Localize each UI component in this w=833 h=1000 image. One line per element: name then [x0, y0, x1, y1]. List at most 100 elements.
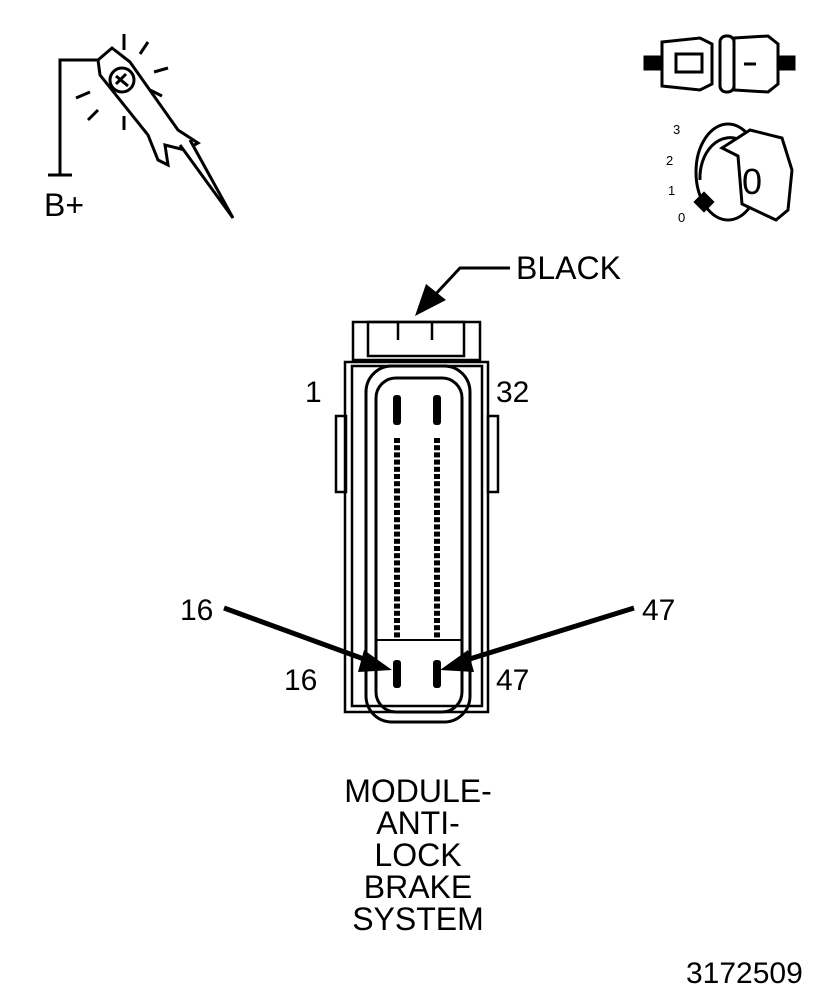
connector-latch: [366, 320, 466, 358]
bulb-filament: [115, 74, 129, 88]
probe-wire: [58, 58, 100, 175]
small-pin-grid: [394, 438, 440, 638]
left-lead-arrowhead: [358, 650, 392, 672]
small-pin: [394, 495, 400, 501]
small-pin: [394, 546, 400, 551]
small-pin: [434, 517, 440, 523]
right-lead-arrowhead: [440, 650, 474, 672]
small-pin: [434, 625, 440, 631]
small-pin: [394, 502, 400, 508]
small-pin: [434, 596, 440, 602]
ignition-key: [718, 128, 794, 222]
small-pin: [394, 445, 400, 451]
pin-label-16: 16: [284, 664, 317, 697]
pin-label-1: 1: [305, 376, 322, 409]
caption-line-4: BRAKE: [364, 869, 472, 905]
component-caption: MODULE- ANTI- LOCK BRAKE SYSTEM: [344, 773, 492, 937]
key-position-marker: [693, 191, 715, 213]
test-light-probe-icon: [48, 34, 235, 219]
small-pin: [394, 517, 400, 523]
pin-1: [393, 395, 401, 425]
small-pin: [394, 625, 400, 631]
left-wire-stub: [643, 55, 665, 71]
small-pin: [394, 481, 400, 487]
small-pin: [434, 481, 440, 487]
small-pin: [394, 582, 400, 587]
small-pin: [434, 452, 440, 458]
pin-label-47: 47: [496, 664, 529, 697]
small-pin: [434, 632, 440, 638]
small-pin: [434, 488, 440, 494]
small-pin: [394, 603, 400, 609]
ignition-position-2: 2: [666, 153, 673, 168]
small-pin: [434, 546, 440, 551]
small-pin: [434, 510, 440, 515]
pin-47: [433, 660, 441, 688]
small-pin: [434, 466, 440, 472]
small-pin: [394, 618, 400, 623]
bulb-filament-2: [114, 72, 128, 86]
pin-32: [433, 395, 441, 425]
ignition-position-3: 3: [673, 122, 680, 137]
female-ring: [718, 34, 736, 94]
small-pin: [434, 531, 440, 537]
small-pin: [434, 574, 440, 580]
callout-arrowhead: [415, 284, 446, 316]
small-pin: [394, 596, 400, 602]
small-pin: [434, 538, 440, 544]
small-pin: [394, 510, 400, 515]
pin-cavity-outer: [364, 364, 472, 724]
test-lead-label-47: 47: [642, 594, 675, 627]
left-rib: [334, 414, 348, 494]
connector-housing: [343, 360, 490, 714]
male-latch: [674, 52, 704, 74]
ignition-key-mark: 0: [742, 161, 762, 202]
small-pin: [434, 603, 440, 609]
connector-disconnect-icon: [643, 34, 796, 94]
small-pin: [434, 495, 440, 501]
small-pin: [394, 452, 400, 458]
right-rib: [486, 414, 500, 494]
caption-line-5: SYSTEM: [352, 901, 484, 937]
small-pin: [394, 488, 400, 494]
small-pin: [434, 445, 440, 451]
figure-number: 3172509: [686, 957, 803, 990]
connector-color-label: BLACK: [516, 250, 621, 286]
ignition-switch-icon: [693, 122, 794, 222]
caption-line-3: LOCK: [374, 837, 461, 873]
small-pin: [434, 560, 440, 566]
b-plus-label: B+: [44, 187, 84, 223]
connector-top-tab: [351, 320, 482, 362]
pin-label-32: 32: [496, 376, 529, 409]
abs-module-connector: [334, 320, 500, 724]
small-pin: [394, 466, 400, 472]
small-pin: [434, 589, 440, 595]
pin-cavity-inner: [374, 376, 464, 714]
test-lead-label-16: 16: [180, 594, 213, 627]
small-pin: [434, 582, 440, 587]
small-pin: [394, 474, 400, 479]
caption-line-2: ANTI-: [376, 805, 460, 841]
small-pin: [434, 618, 440, 623]
small-pin: [434, 553, 440, 559]
small-pin: [434, 524, 440, 530]
small-pin: [394, 610, 400, 616]
small-pin: [394, 632, 400, 638]
small-pin: [394, 574, 400, 580]
small-pin: [434, 438, 440, 443]
small-pin: [394, 524, 400, 530]
ignition-position-0: 0: [678, 210, 685, 225]
small-pin: [394, 589, 400, 595]
light-rays: [75, 34, 169, 130]
small-pin: [434, 459, 440, 465]
probe-tip: [178, 139, 235, 219]
large-pins: [393, 395, 441, 688]
small-pin: [394, 560, 400, 566]
small-pin: [394, 538, 400, 544]
small-pin: [434, 567, 440, 573]
small-pin: [434, 502, 440, 508]
small-pin: [394, 438, 400, 443]
small-pin: [394, 531, 400, 537]
